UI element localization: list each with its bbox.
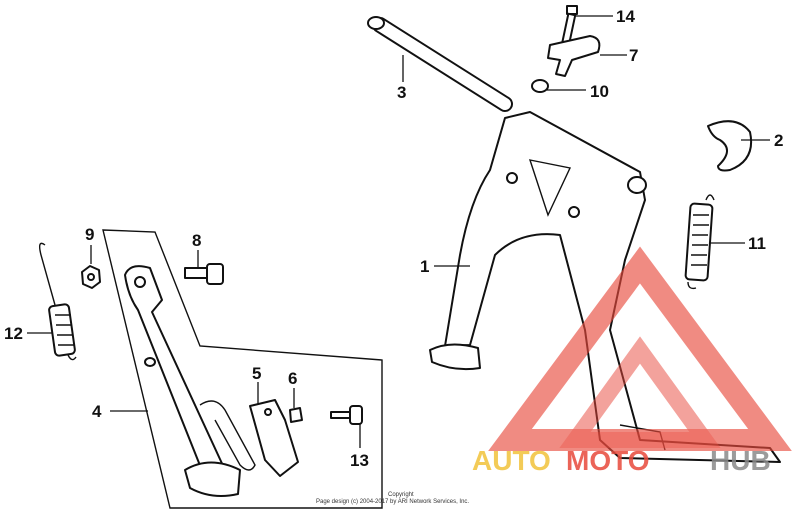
callout-9: 9: [85, 225, 94, 244]
callout-1: 1: [420, 257, 429, 276]
side-stand-pivot-bolt: [184, 263, 224, 285]
callout-6: 6: [288, 369, 297, 388]
callout-14: 14: [616, 7, 635, 26]
automotohub-logo: AUTO MOTO HUB: [472, 246, 792, 476]
callout-5: 5: [252, 364, 261, 383]
callout-13: 13: [350, 451, 369, 470]
callout-2: 2: [774, 131, 783, 150]
main-stand-pivot-shaft: [367, 16, 513, 112]
callout-12: 12: [4, 324, 23, 343]
stand-stopper-plate: [707, 120, 752, 172]
watermark-hub: HUB: [710, 445, 771, 476]
switch-screw: [264, 408, 272, 416]
copyright-line-1: Copyright: [388, 492, 414, 498]
side-stand: [124, 265, 256, 497]
watermark-moto: MOTO: [566, 445, 649, 476]
leader-lines: [27, 15, 770, 448]
callout-7: 7: [629, 46, 638, 65]
stopper-nut: [531, 79, 549, 93]
callout-11: 11: [748, 234, 766, 253]
callout-3: 3: [397, 83, 406, 102]
side-stand-nut: [81, 265, 101, 289]
callout-4: 4: [92, 402, 102, 421]
stopper-bracket: [547, 35, 601, 77]
main-stand-spring: [684, 194, 715, 290]
side-stand-spring: [38, 242, 77, 361]
side-stand-switch: [249, 399, 299, 477]
bracket-bolt: [560, 5, 578, 51]
switch-bolt: [330, 405, 363, 425]
stand-rubber: [289, 407, 303, 423]
callout-10: 10: [590, 82, 609, 101]
callout-8: 8: [192, 231, 201, 250]
side-stand-group-outline: [102, 229, 383, 509]
watermark-auto: AUTO: [472, 445, 551, 476]
copyright-line-2: Page design (c) 2004-2017 by ARI Network…: [316, 499, 469, 505]
